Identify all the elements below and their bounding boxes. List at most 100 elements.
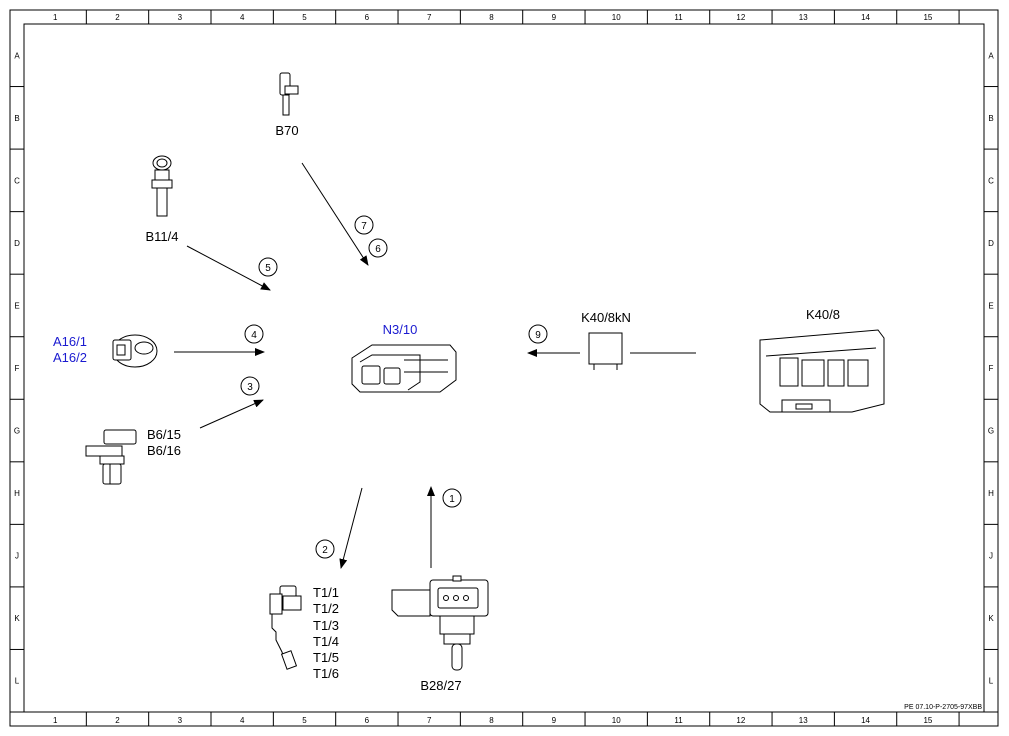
arrow-b70-to-n3-10 bbox=[301, 162, 369, 266]
signal-marker-1: 1 bbox=[442, 488, 462, 508]
grid-row-label-left: B bbox=[14, 114, 19, 123]
label-t1-5: T1/5 bbox=[313, 650, 339, 665]
grid-column-label-top: 2 bbox=[115, 13, 120, 22]
signal-number-6: 6 bbox=[375, 244, 381, 255]
inner-frame bbox=[23, 23, 985, 713]
label-b6-15: B6/15 bbox=[147, 427, 181, 442]
arrow-n3-10-to-t1 bbox=[339, 487, 363, 569]
b11-4-sensor-icon bbox=[151, 155, 173, 217]
grid-column-label-bottom: 4 bbox=[240, 716, 245, 725]
grid-row-label-left: F bbox=[15, 364, 20, 373]
label-n3-10: N3/10 bbox=[383, 322, 418, 337]
signal-marker-4: 4 bbox=[244, 324, 264, 344]
signal-number-9: 9 bbox=[535, 330, 541, 341]
label-b6-16: B6/16 bbox=[147, 443, 181, 458]
signal-number-2: 2 bbox=[322, 545, 328, 556]
grid-column-label-top: 5 bbox=[302, 13, 307, 22]
signal-marker-2: 2 bbox=[315, 539, 335, 559]
grid-row-label-left: K bbox=[14, 614, 20, 623]
signal-number-5: 5 bbox=[265, 263, 271, 274]
arrow-b6-to-n3-10 bbox=[199, 399, 264, 429]
label-t1-1: T1/1 bbox=[313, 585, 339, 600]
grid-column-label-top: 6 bbox=[365, 13, 370, 22]
label-t1-2: T1/2 bbox=[313, 601, 339, 616]
grid-column-label-top: 11 bbox=[674, 13, 683, 22]
grid-row-label-left: L bbox=[15, 677, 20, 686]
grid-column-label-bottom: 2 bbox=[115, 716, 120, 725]
grid-row-label-right: H bbox=[988, 489, 994, 498]
label-b11-4: B11/4 bbox=[145, 229, 178, 244]
grid-row-label-right: J bbox=[989, 552, 993, 561]
grid-row-label-right: G bbox=[988, 427, 994, 436]
grid-column-label-bottom: 15 bbox=[923, 716, 932, 725]
grid-column-label-top: 12 bbox=[736, 13, 745, 22]
grid-row-label-left: E bbox=[14, 301, 19, 310]
signal-marker-6: 6 bbox=[368, 238, 388, 258]
grid-row-label-left: J bbox=[15, 552, 19, 561]
signal-marker-3: 3 bbox=[240, 376, 260, 396]
grid-column-label-top: 8 bbox=[489, 13, 494, 22]
signal-marker-7: 7 bbox=[354, 215, 374, 235]
grid-column-label-bottom: 11 bbox=[674, 716, 683, 725]
signal-number-1: 1 bbox=[449, 494, 455, 505]
grid-column-label-bottom: 10 bbox=[612, 716, 621, 725]
grid-column-label-bottom: 7 bbox=[427, 716, 432, 725]
ignition-coil-icon bbox=[269, 585, 302, 670]
signal-number-7: 7 bbox=[361, 221, 367, 232]
control-unit-icon bbox=[351, 344, 457, 393]
signal-marker-9: 9 bbox=[528, 324, 548, 344]
signal-number-3: 3 bbox=[247, 382, 253, 393]
grid-row-label-right: C bbox=[988, 176, 994, 185]
knock-sensor-icon bbox=[112, 334, 158, 368]
b6-sensor-icon bbox=[85, 429, 137, 485]
label-a16-2: A16/2 bbox=[53, 350, 87, 365]
grid-column-label-top: 1 bbox=[53, 13, 58, 22]
label-b28-27: B28/27 bbox=[420, 678, 461, 693]
grid-column-label-bottom: 6 bbox=[365, 716, 370, 725]
grid-column-label-bottom: 12 bbox=[736, 716, 745, 725]
grid-column-label-top: 14 bbox=[861, 13, 870, 22]
grid-labels: 1122334455667788991010111112121313141415… bbox=[14, 13, 994, 725]
label-k40-8kn: K40/8kN bbox=[581, 310, 631, 325]
label-t1-3: T1/3 bbox=[313, 618, 339, 633]
signal-marker-5: 5 bbox=[258, 257, 278, 277]
b70-sensor-icon bbox=[279, 72, 299, 116]
drawing-reference: PE 07.10-P-2705-97XBB bbox=[904, 704, 982, 711]
relay-icon bbox=[588, 332, 623, 370]
grid-row-label-right: K bbox=[988, 614, 994, 623]
label-b70: B70 bbox=[275, 123, 298, 138]
label-k40-8: K40/8 bbox=[806, 307, 840, 322]
grid-row-label-right: L bbox=[989, 677, 994, 686]
grid-row-label-left: D bbox=[14, 239, 20, 248]
grid-column-label-top: 10 bbox=[612, 13, 621, 22]
grid-row-label-right: F bbox=[989, 364, 994, 373]
signal-number-4: 4 bbox=[251, 330, 257, 341]
grid-ticks bbox=[10, 10, 998, 726]
grid-row-label-left: G bbox=[14, 427, 20, 436]
grid-row-label-right: E bbox=[988, 301, 993, 310]
grid-column-label-top: 9 bbox=[552, 13, 557, 22]
grid-column-label-bottom: 14 bbox=[861, 716, 870, 725]
grid-row-label-right: A bbox=[988, 51, 994, 60]
grid-column-label-top: 3 bbox=[178, 13, 183, 22]
grid-column-label-bottom: 13 bbox=[799, 716, 808, 725]
grid-row-label-left: A bbox=[14, 51, 20, 60]
pressure-sensor-icon bbox=[391, 575, 489, 671]
grid-row-label-right: D bbox=[988, 239, 994, 248]
grid-column-label-bottom: 9 bbox=[552, 716, 557, 725]
arrow-b11-4-to-n3-10 bbox=[186, 245, 271, 291]
grid-column-label-top: 7 bbox=[427, 13, 432, 22]
grid-column-label-top: 4 bbox=[240, 13, 245, 22]
grid-column-label-top: 13 bbox=[799, 13, 808, 22]
grid-column-label-bottom: 8 bbox=[489, 716, 494, 725]
grid-column-label-top: 15 bbox=[923, 13, 932, 22]
grid-column-label-bottom: 3 bbox=[178, 716, 183, 725]
label-t1-6: T1/6 bbox=[313, 666, 339, 681]
grid-column-label-bottom: 1 bbox=[53, 716, 58, 725]
fuse-relay-module-icon bbox=[759, 329, 885, 413]
grid-row-label-right: B bbox=[988, 114, 993, 123]
grid-column-label-bottom: 5 bbox=[302, 716, 307, 725]
label-a16-1: A16/1 bbox=[53, 334, 87, 349]
grid-row-label-left: C bbox=[14, 176, 20, 185]
